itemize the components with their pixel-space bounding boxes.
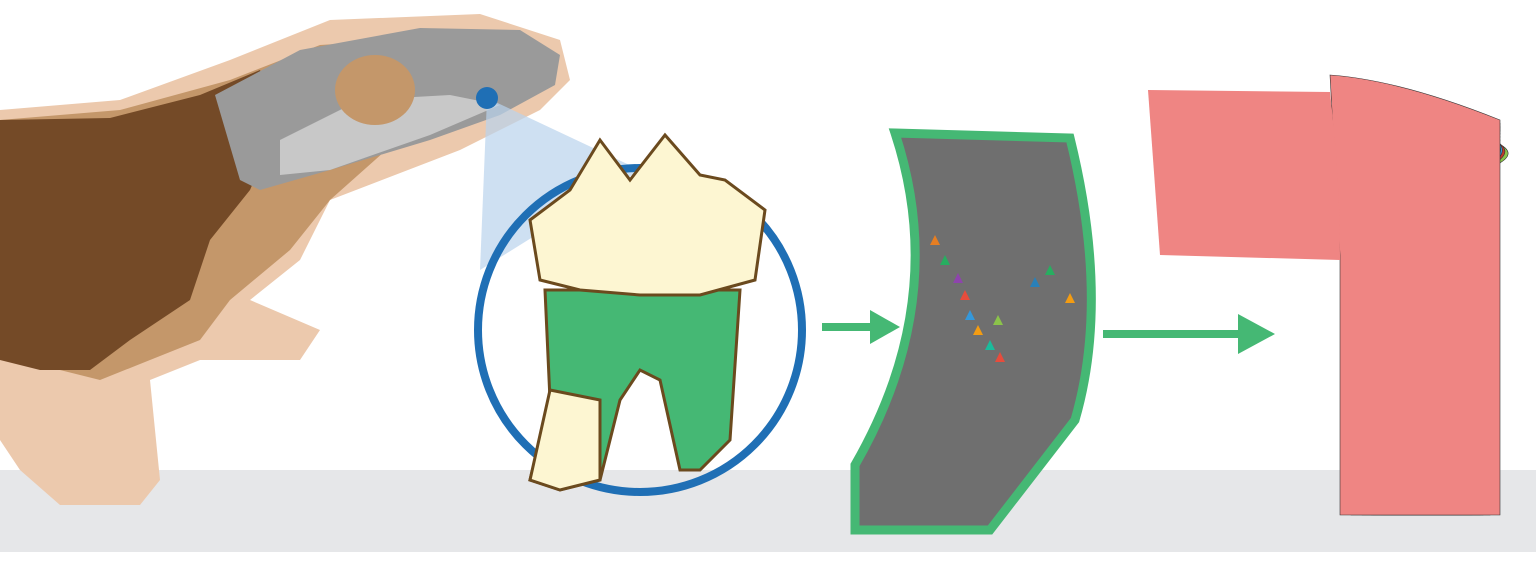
- tooth-illustration: [528, 132, 767, 492]
- tooth-location-dot: [476, 87, 498, 109]
- floor-band: [0, 470, 1536, 552]
- arrow-right-icon: [1103, 314, 1275, 354]
- increment-markers: [930, 235, 1075, 362]
- thin-section-image: [850, 128, 1096, 535]
- animal-silhouette: [0, 14, 570, 505]
- increment-marker: [953, 273, 963, 283]
- increment-marker: [973, 325, 983, 335]
- increment-marker: [1045, 265, 1055, 275]
- arrow-right-icon: [822, 310, 900, 344]
- increment-marker: [940, 255, 950, 265]
- increment-marker: [960, 290, 970, 300]
- increment-marker: [965, 310, 975, 320]
- increment-marker: [1065, 293, 1075, 303]
- growth-layer: [1329, 74, 1501, 516]
- 3d-layer-reconstruction: [1148, 74, 1509, 516]
- increment-marker: [985, 340, 995, 350]
- increment-marker: [993, 315, 1003, 325]
- increment-marker: [930, 235, 940, 245]
- increment-marker: [1030, 277, 1040, 287]
- increment-marker: [995, 352, 1005, 362]
